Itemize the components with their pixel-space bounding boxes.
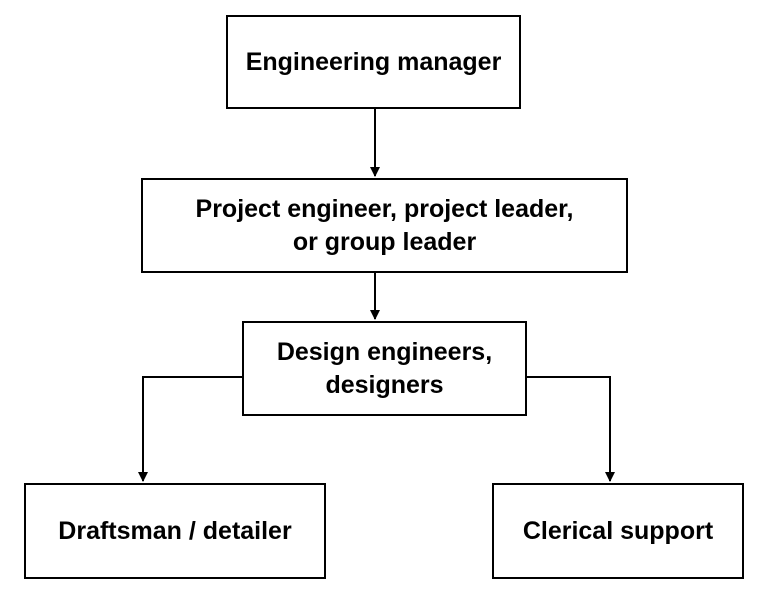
- node-label-line: or group leader: [292, 227, 477, 256]
- node-label-line: Draftsman / detailer: [58, 516, 292, 545]
- node-clerical-support-label: Clerical support: [523, 515, 713, 548]
- node-draftsman-detailer-label: Draftsman / detailer: [58, 515, 291, 548]
- edge-design-to-draftsman: [138, 376, 242, 482]
- node-label-line: Project engineer, project leader,: [195, 195, 574, 223]
- node-label-line: Engineering manager: [245, 47, 502, 76]
- node-label-line: Clerical support: [522, 516, 714, 545]
- node-draftsman-detailer: Draftsman / detailer: [24, 483, 326, 579]
- node-label-line: designers: [325, 370, 444, 399]
- node-engineering-manager: Engineering manager: [226, 15, 521, 109]
- node-design-engineers: Design engineers, designers: [242, 321, 527, 416]
- node-label-line: Design engineers,: [276, 338, 493, 366]
- node-engineering-manager-label: Engineering manager: [246, 46, 502, 79]
- edge-design-to-clerical: [526, 376, 615, 482]
- node-project-engineer: Project engineer, project leader, or gro…: [141, 178, 628, 273]
- node-design-engineers-label: Design engineers, designers: [277, 336, 492, 401]
- node-project-engineer-label: Project engineer, project leader, or gro…: [196, 193, 574, 258]
- node-clerical-support: Clerical support: [492, 483, 744, 579]
